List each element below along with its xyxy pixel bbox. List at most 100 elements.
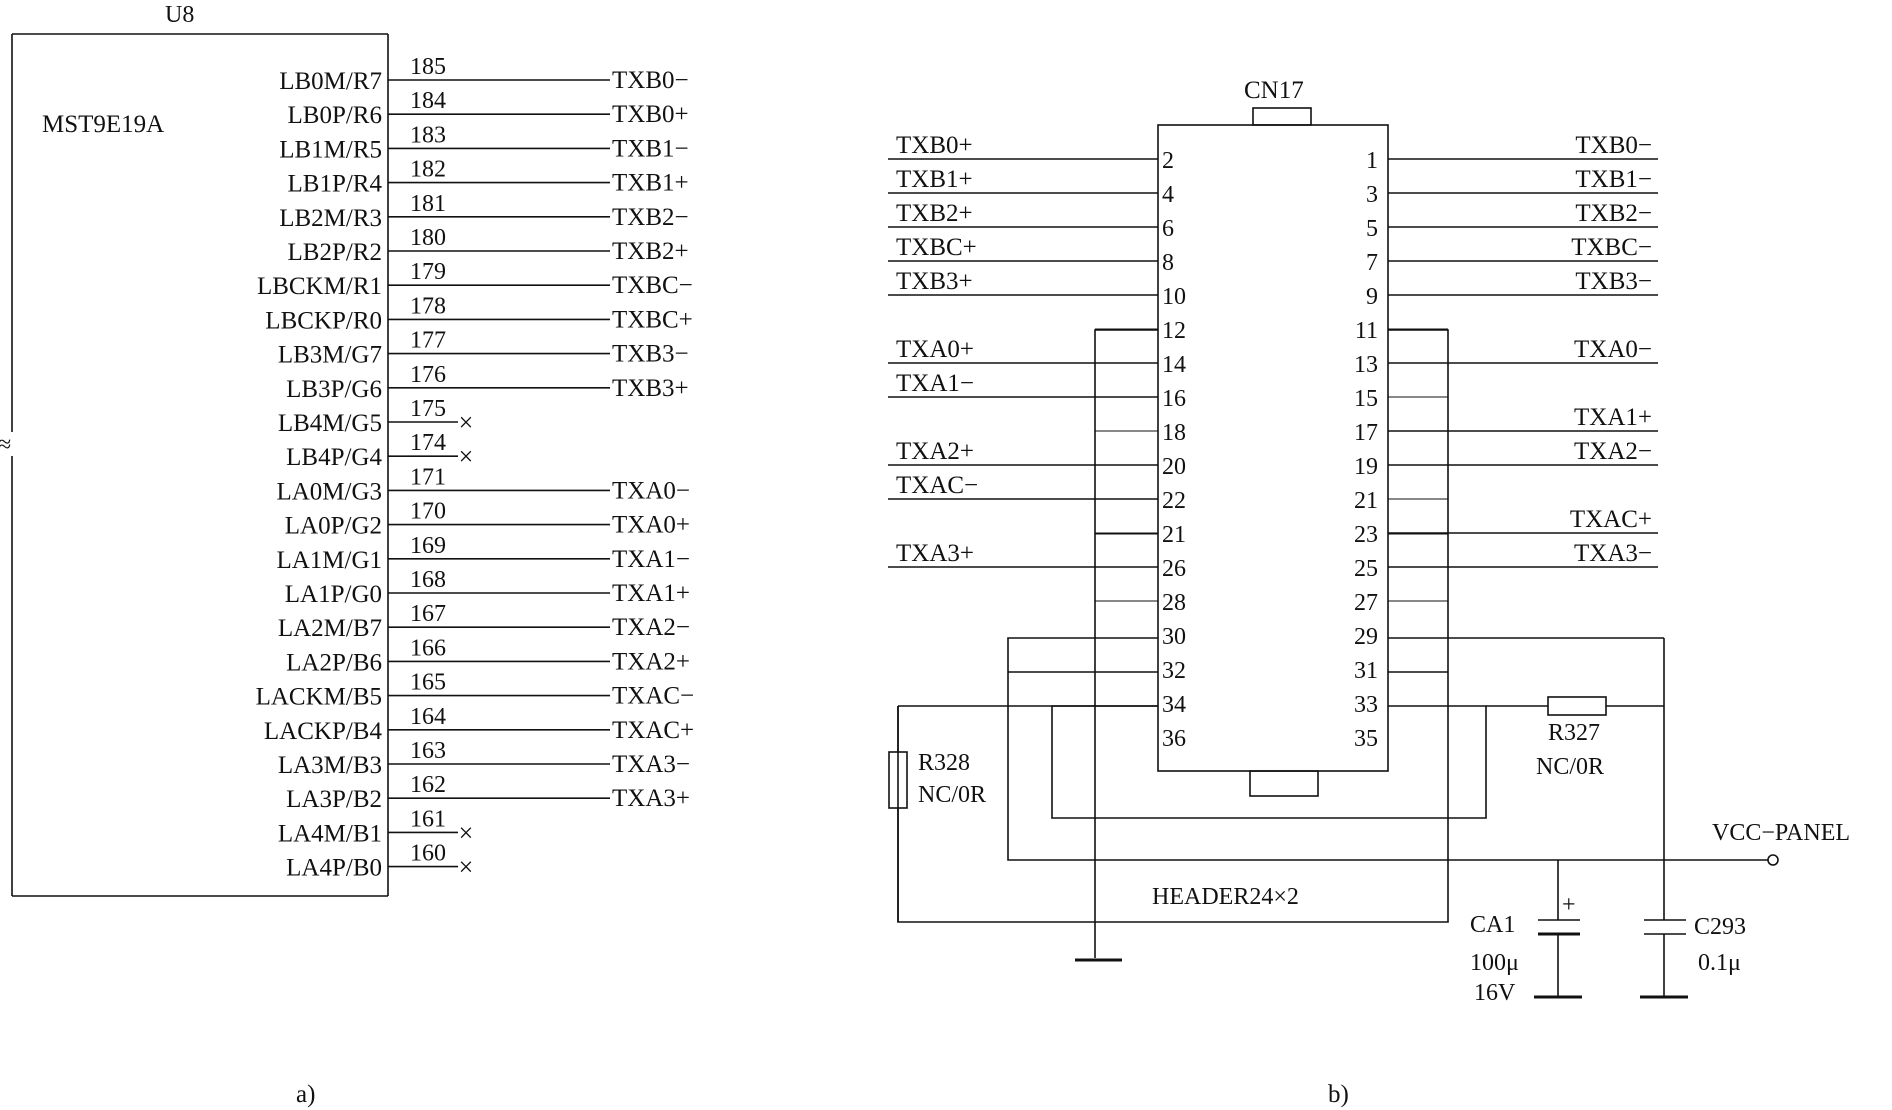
connector-left-pin-number: 22 — [1162, 488, 1186, 514]
connector-left-pin-number: 14 — [1162, 352, 1186, 378]
part-b-connector-schematic: CN17 24681012141618202221262830323436135… — [888, 77, 1850, 1108]
chip-pin-number: 171 — [410, 464, 446, 490]
connector-left-net: TXA0+ — [896, 336, 974, 363]
chip-pin-number: 169 — [410, 533, 446, 559]
connector-left-net: TXBC+ — [896, 234, 977, 261]
connector-left-net: TXB0+ — [896, 132, 973, 159]
chip-pin-name: LB0M/R7 — [279, 68, 382, 95]
connector-left-pin-number: 32 — [1162, 658, 1186, 684]
connector-right-pin-number: 17 — [1354, 420, 1378, 446]
chip-pin-number: 175 — [410, 396, 446, 422]
chip-pin-net: TXB2+ — [612, 238, 689, 265]
chip-pin-number: 185 — [410, 54, 446, 80]
chip-pin-number: 184 — [410, 88, 446, 114]
chip-pin-net: TXA0− — [612, 477, 690, 504]
chip-pin-net: TXB3− — [612, 341, 689, 368]
connector-left-pin-number: 21 — [1162, 522, 1186, 548]
connector-left-pin-number: 16 — [1162, 386, 1186, 412]
no-connect-mark: × — [459, 853, 474, 882]
r328-value: NC/0R — [918, 782, 986, 808]
connector-left-pin-number: 6 — [1162, 216, 1174, 242]
chip-pin-number: 165 — [410, 670, 446, 696]
connector-left-pin-number: 18 — [1162, 420, 1186, 446]
connector-left-pin-number: 20 — [1162, 454, 1186, 480]
chip-model-label: MST9E19A — [42, 111, 164, 138]
chip-pin-name: LA3P/B2 — [286, 786, 382, 813]
chip-ref-label: U8 — [165, 2, 194, 28]
connector-wiring — [888, 329, 1779, 999]
chip-pin-number: 180 — [410, 225, 446, 251]
chip-pin-net: TXA0+ — [612, 512, 690, 539]
chip-pin-number: 174 — [410, 430, 446, 456]
chip-pin-net: TXB0+ — [612, 101, 689, 128]
chip-pin-net: TXB2− — [612, 204, 689, 231]
chip-pin-number: 178 — [410, 293, 446, 319]
connector-right-net: TXB3− — [1575, 268, 1652, 295]
connector-right-pin-number: 23 — [1354, 522, 1378, 548]
connector-pin-list: 2468101214161820222126283032343613579111… — [888, 132, 1658, 752]
connector-right-pin-number: 7 — [1366, 250, 1378, 276]
connector-right-pin-number: 13 — [1354, 352, 1378, 378]
chip-pin-net: TXA3+ — [612, 785, 690, 812]
chip-pin-name: LACKP/B4 — [264, 718, 383, 745]
connector-left-pin-number: 4 — [1162, 182, 1174, 208]
connector-left-pin-number: 26 — [1162, 556, 1186, 582]
no-connect-mark: × — [459, 818, 474, 847]
connector-right-pin-number: 1 — [1366, 148, 1378, 174]
no-connect-mark: × — [459, 442, 474, 471]
connector-left-net: TXA1− — [896, 370, 974, 397]
connector-left-pin-number: 10 — [1162, 284, 1186, 310]
chip-pin-name: LB0P/R6 — [288, 102, 382, 129]
connector-left-pin-number: 30 — [1162, 624, 1186, 650]
connector-right-pin-number: 31 — [1354, 658, 1378, 684]
chip-pin-number: 170 — [410, 499, 446, 525]
vcc-terminal-dot — [1767, 854, 1779, 866]
chip-pin-number: 162 — [410, 772, 446, 798]
connector-left-pin-number: 34 — [1162, 692, 1186, 718]
chip-pin-name: LB2P/R2 — [288, 239, 382, 266]
connector-left-net: TXB1+ — [896, 166, 973, 193]
connector-right-net: TXB1− — [1575, 166, 1652, 193]
connector-right-pin-number: 19 — [1354, 454, 1378, 480]
chip-pin-number: 160 — [410, 841, 446, 867]
r327-resistor — [1547, 696, 1607, 716]
chip-pin-net: TXA1− — [612, 546, 690, 573]
break-symbol: ≈ — [0, 432, 11, 458]
vcc-label: VCC−PANEL — [1712, 820, 1850, 846]
chip-pin-number: 168 — [410, 567, 446, 593]
chip-pin-number: 161 — [410, 806, 446, 832]
chip-pin-name: LB3P/G6 — [286, 376, 382, 403]
chip-pin-name: LA0M/G3 — [276, 478, 382, 505]
ca1-voltage: 16V — [1474, 980, 1516, 1006]
connector-right-pin-number: 3 — [1366, 182, 1378, 208]
connector-right-net: TXB0− — [1575, 132, 1652, 159]
chip-pin-net: TXA2+ — [612, 648, 690, 675]
connector-right-pin-number: 35 — [1354, 726, 1378, 752]
chip-pin-number: 182 — [410, 157, 446, 183]
chip-pin-name: LA4M/B1 — [278, 820, 382, 847]
caption-b: b) — [1328, 1081, 1349, 1108]
connector-right-net: TXB2− — [1575, 200, 1652, 227]
chip-pin-name: LB3M/G7 — [278, 342, 382, 369]
connector-right-pin-number: 29 — [1354, 624, 1378, 650]
chip-pin-net: TXBC− — [612, 272, 693, 299]
caption-a: a) — [296, 1081, 315, 1108]
r327-ref: R327 — [1548, 720, 1600, 746]
chip-pin-name: LA4P/B0 — [286, 855, 382, 882]
chip-pin-number: 176 — [410, 362, 446, 388]
connector-right-net: TXA1+ — [1574, 404, 1652, 431]
connector-left-net: TXB3+ — [896, 268, 973, 295]
connector-ref-label: CN17 — [1244, 77, 1304, 104]
r327-value: NC/0R — [1536, 754, 1604, 780]
chip-pin-name: LA1M/G1 — [276, 547, 382, 574]
chip-pin-number: 177 — [410, 328, 446, 354]
chip-pin-name: LA2P/B6 — [286, 649, 382, 676]
chip-pin-number: 166 — [410, 635, 446, 661]
connector-top-key — [1252, 107, 1312, 126]
chip-pin-name: LB2M/R3 — [279, 205, 382, 232]
c293-ref: C293 — [1694, 914, 1746, 940]
connector-left-pin-number: 12 — [1162, 318, 1186, 344]
r328-ref: R328 — [918, 750, 970, 776]
